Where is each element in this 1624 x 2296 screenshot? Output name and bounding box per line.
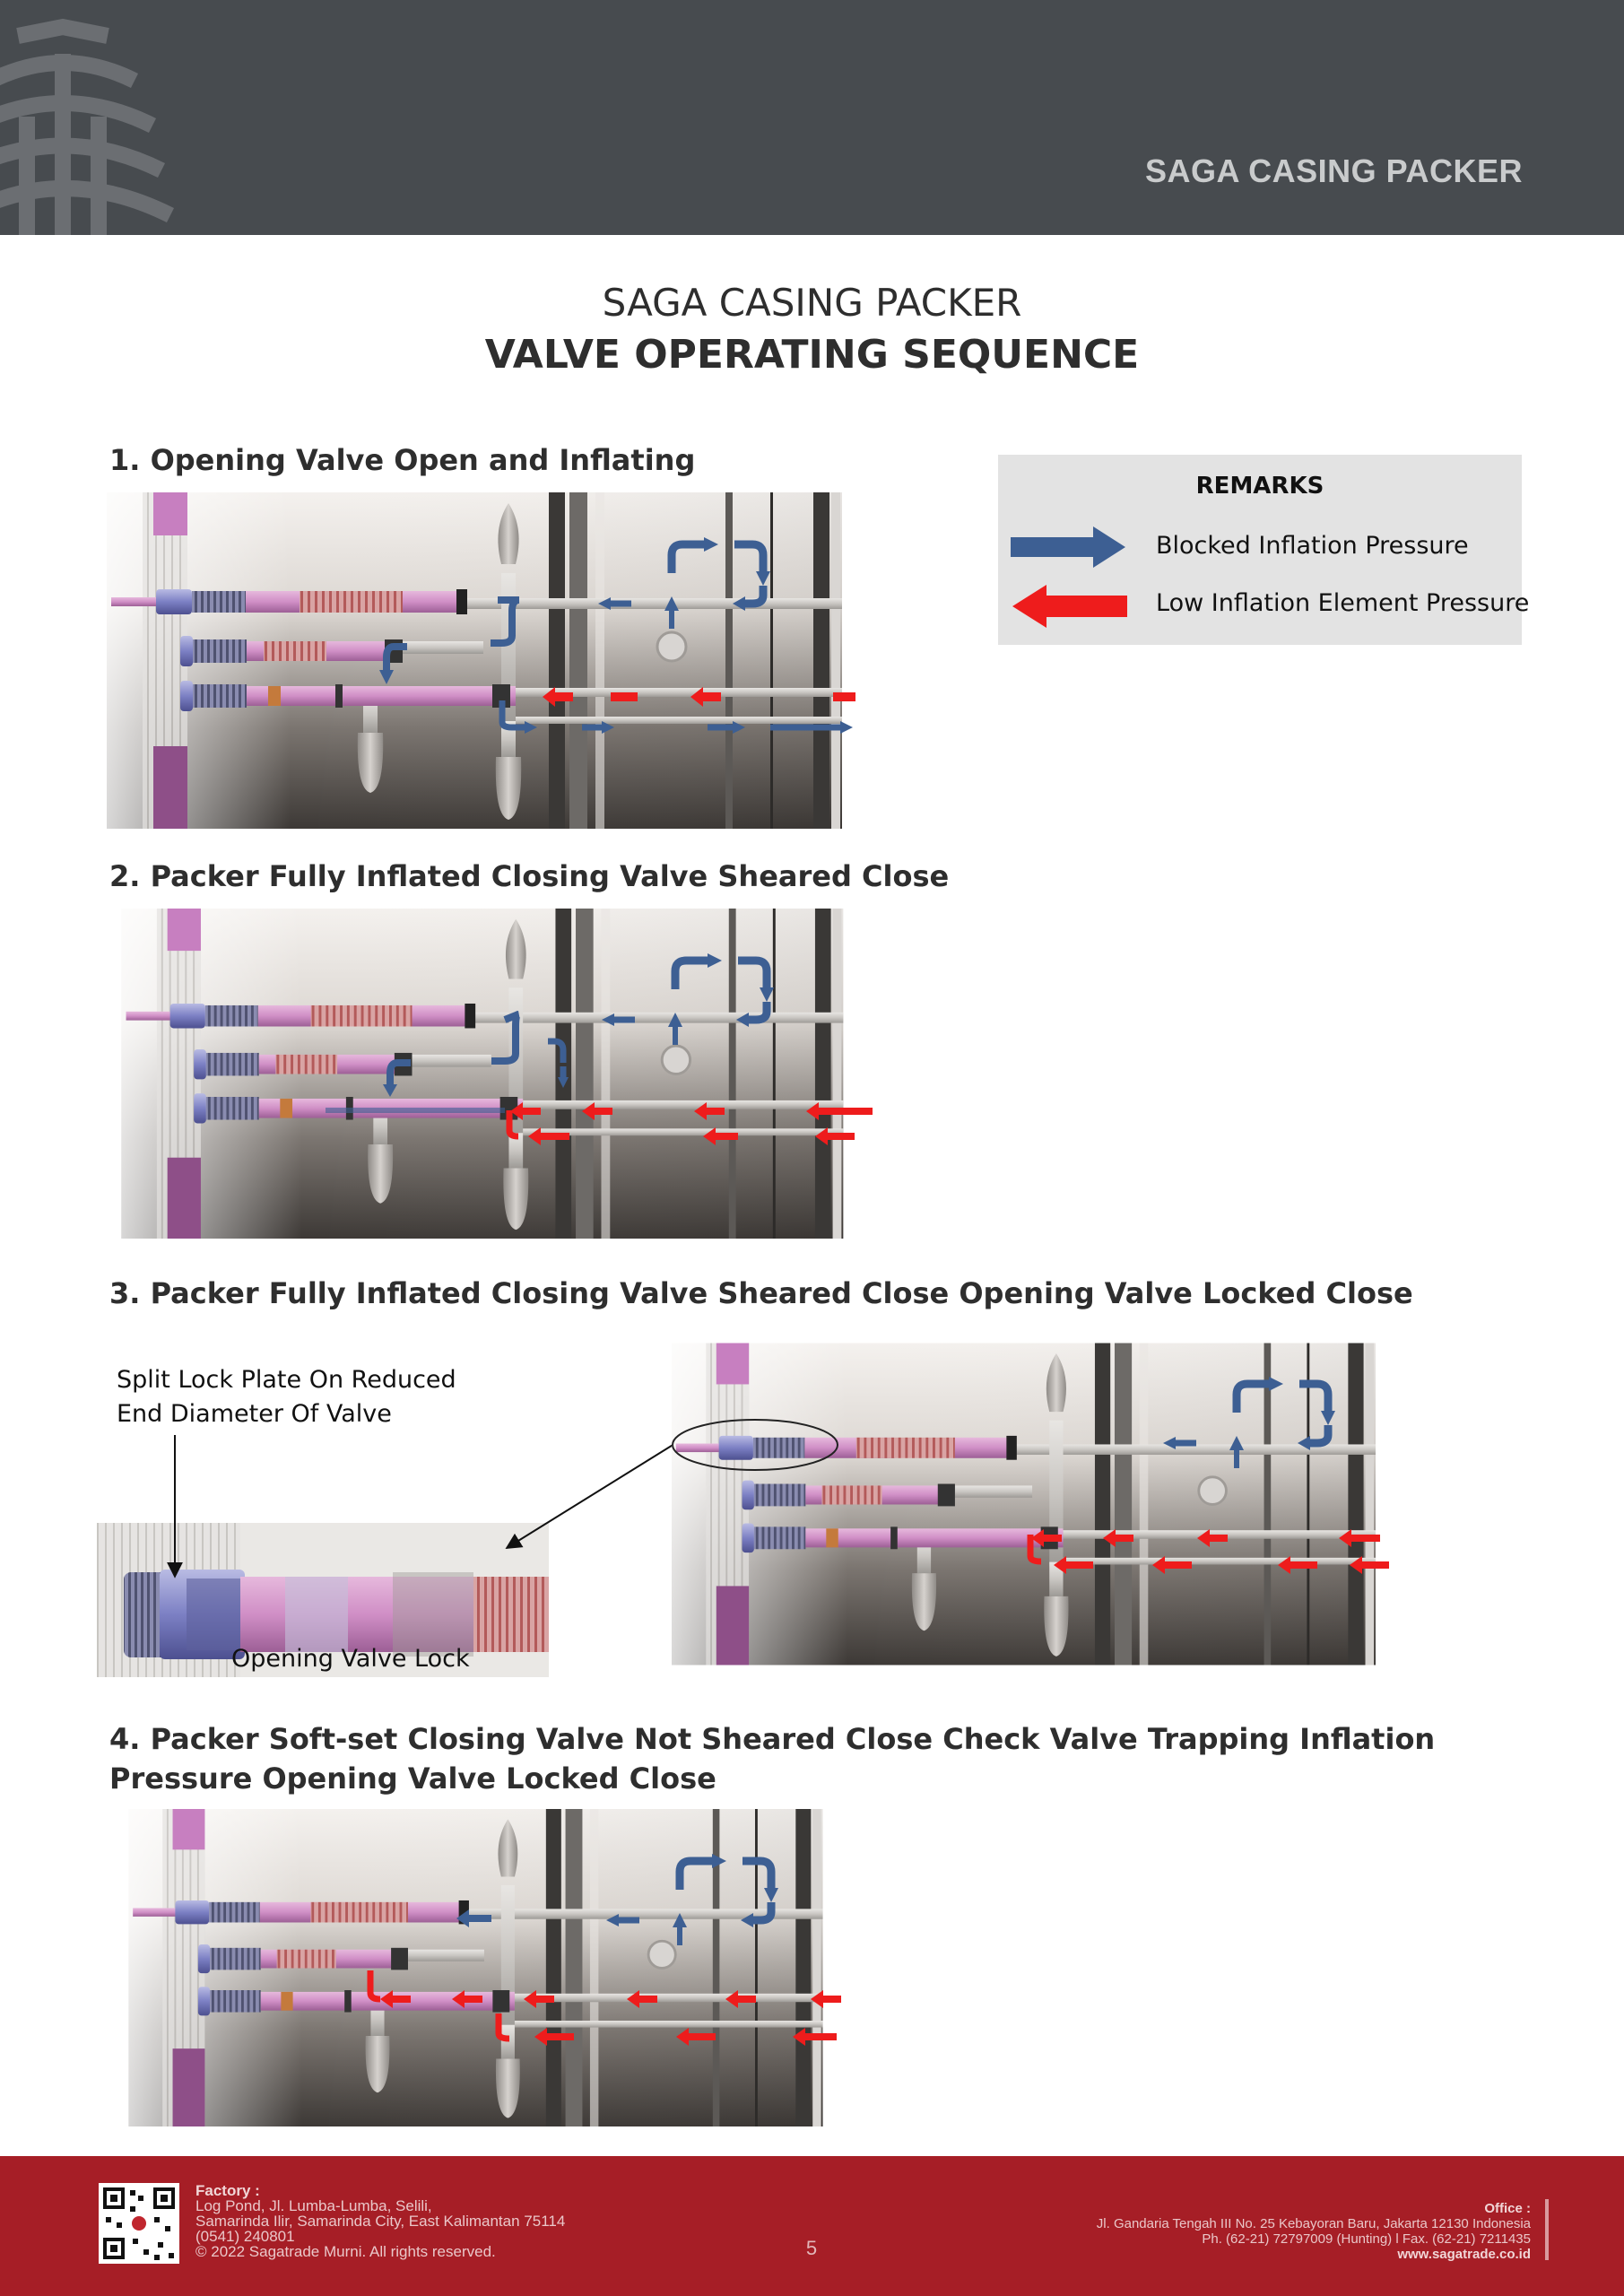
section-4-title: 4. Packer Soft-set Closing Valve Not She… xyxy=(109,1719,1435,1798)
remarks-legend: REMARKS Blocked Inflation Pressure Low I… xyxy=(998,455,1529,645)
office-heading: Office : xyxy=(1484,2201,1531,2216)
diagram-3-opening-valve-locked xyxy=(672,1341,1389,1667)
document-subtitle: VALVE OPERATING SEQUENCE xyxy=(484,332,1140,378)
legend-red-row xyxy=(1011,585,1127,631)
legend-blue-label: Blocked Inflation Pressure xyxy=(1156,532,1469,560)
brand-logo-icon xyxy=(0,18,175,235)
section-4-title-line-2: Pressure Opening Valve Locked Close xyxy=(109,1761,716,1796)
diagram-4-soft-set-check-valve xyxy=(126,1809,841,2126)
qr-code-icon xyxy=(99,2183,179,2264)
section-1-title: 1. Opening Valve Open and Inflating xyxy=(109,443,696,477)
factory-address-line-1: Log Pond, Jl. Lumba-Lumba, Selili, xyxy=(195,2197,432,2214)
factory-address-line-2: Samarinda Ilir, Samarinda City, East Kal… xyxy=(195,2213,566,2230)
office-address-block: Office : Jl. Gandaria Tengah III No. 25 … xyxy=(1097,2201,1531,2262)
remarks-title: REMARKS xyxy=(1195,473,1324,500)
diagram-1-inflating xyxy=(107,492,855,829)
callout-line-2: End Diameter Of Valve xyxy=(117,1400,392,1428)
page-number: 5 xyxy=(805,2237,818,2259)
copyright-text: © 2022 Sagatrade Murni. All rights reser… xyxy=(195,2243,496,2260)
page-footer xyxy=(0,2156,1624,2296)
section-3-title: 3. Packer Fully Inflated Closing Valve S… xyxy=(109,1276,1413,1310)
callout-line-1: Split Lock Plate On Reduced xyxy=(117,1366,456,1394)
legend-red-label: Low Inflation Element Pressure xyxy=(1156,589,1530,617)
factory-address-block: Factory : Log Pond, Jl. Lumba-Lumba, Sel… xyxy=(195,2183,565,2259)
red-arrow-icon xyxy=(1012,585,1127,628)
office-address-line: Jl. Gandaria Tengah III No. 25 Kebayoran… xyxy=(1096,2216,1531,2231)
section-4-title-line-1: 4. Packer Soft-set Closing Valve Not She… xyxy=(109,1722,1436,1756)
office-phone-fax: Ph. (62-21) 72797009 (Hunting) l Fax. (6… xyxy=(1202,2231,1531,2247)
factory-phone: (0541) 240801 xyxy=(195,2228,295,2245)
page-header: SAGA CASING PACKER xyxy=(0,0,1624,235)
document-title: SAGA CASING PACKER xyxy=(602,281,1022,325)
opening-valve-lock-inset xyxy=(97,1523,549,1677)
header-brand-title: SAGA CASING PACKER xyxy=(1144,152,1523,189)
opening-valve-lock-label: Opening Valve Lock xyxy=(231,1645,470,1673)
legend-blue-row xyxy=(1011,526,1127,571)
website-link[interactable]: www.sagatrade.co.id xyxy=(1397,2247,1531,2262)
split-lock-callout-text: Split Lock Plate On Reduced End Diameter… xyxy=(117,1363,456,1431)
section-2-title: 2. Packer Fully Inflated Closing Valve S… xyxy=(109,859,950,893)
diagram-2-closing-valve-sheared xyxy=(120,909,873,1239)
footer-divider-bar xyxy=(1545,2199,1549,2260)
blue-arrow-icon xyxy=(1011,526,1125,568)
factory-heading: Factory : xyxy=(195,2182,260,2199)
